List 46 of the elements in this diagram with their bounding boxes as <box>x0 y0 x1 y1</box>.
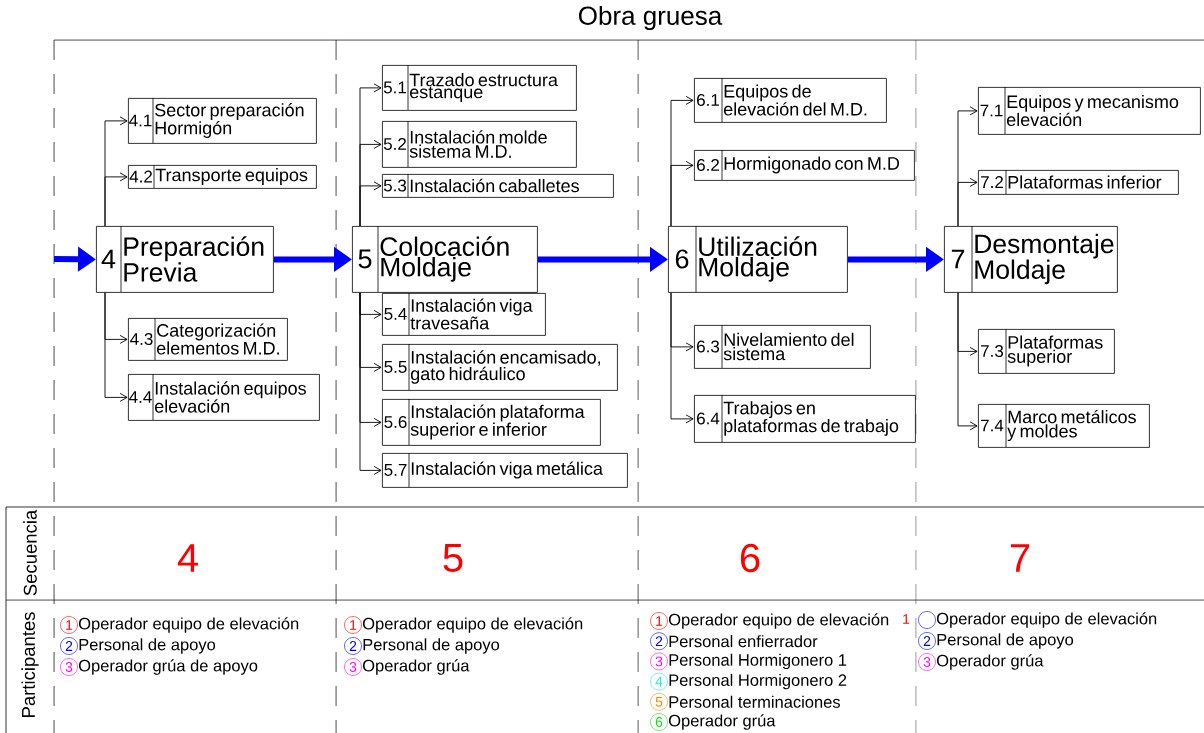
task-box: 4.3 Categorización elementos M.D. <box>128 317 288 361</box>
task-box: 6.1 Equipos de elevación del M.D. <box>694 77 887 123</box>
callout-number: 1 <box>903 614 910 624</box>
participant-name: Operador grúa <box>363 659 470 675</box>
process-box: 4 Preparación Previa <box>96 225 274 293</box>
row-header: Participantes <box>21 612 39 717</box>
task-box: 4.4 Instalación equipos elevación <box>128 373 320 421</box>
sequence-number: 4 <box>177 544 198 572</box>
sequence-number: 7 <box>1010 544 1030 572</box>
title: Obra gruesa <box>579 5 723 31</box>
participant-name: Operador equipo de elevación <box>669 613 889 629</box>
process-box: 6 Utilización Moldaje <box>668 225 848 293</box>
participant-name: Operador equipo de elevación <box>79 617 299 633</box>
arrow <box>670 160 694 227</box>
arrow <box>104 172 128 227</box>
arrow <box>670 292 694 424</box>
participant-name: Personal terminaciones <box>669 695 840 708</box>
task-box: 5.4 Instalación viga travesaña <box>382 292 546 336</box>
task-box: 4.2 Transporte equipos <box>128 164 317 189</box>
participant-name: Operador grúa <box>669 714 776 730</box>
task-box: 6.2 Hormigonado con M.D <box>694 149 915 181</box>
participant-name: Personal de apoyo <box>79 638 216 654</box>
sequence-number: 6 <box>740 543 760 573</box>
task-box: 7.2 Plataformas inferior <box>978 169 1179 195</box>
participant-name: Operador equipo de elevación <box>363 617 583 633</box>
participant-name: Personal enfierrador <box>669 635 818 648</box>
participant-name: Personal de apoyo <box>937 633 1074 649</box>
arrow <box>104 292 128 402</box>
arrow <box>957 177 978 227</box>
task-box: 5.7 Instalación viga metálica <box>382 452 628 488</box>
sequence-number: 5 <box>443 544 463 572</box>
participant-name: Personal Hormigonero 2 <box>669 673 847 690</box>
arrow <box>359 181 382 227</box>
arrow <box>957 292 978 431</box>
participant-name: Operador grúa <box>937 654 1044 670</box>
task-box: 5.3 Instalación caballetes <box>382 173 614 198</box>
participant-name: Personal Hormigonero 1 <box>669 653 847 670</box>
task-box: 7.1 Equipos y mecanismo elevación <box>978 86 1201 135</box>
participant-name: Operador equipo de elevación <box>937 612 1157 628</box>
participant-name: Operador grúa de apoyo <box>79 659 258 675</box>
participant-name: Personal de apoyo <box>363 638 500 654</box>
process-box: 5 Colocación Moldaje <box>352 225 538 293</box>
task-box: 7.4 Marco metálicos y moldes <box>978 403 1150 448</box>
task-box: 7.3 Plataformas superior <box>978 328 1115 374</box>
arrow <box>359 292 382 475</box>
row-header: Secuencia <box>23 509 37 596</box>
